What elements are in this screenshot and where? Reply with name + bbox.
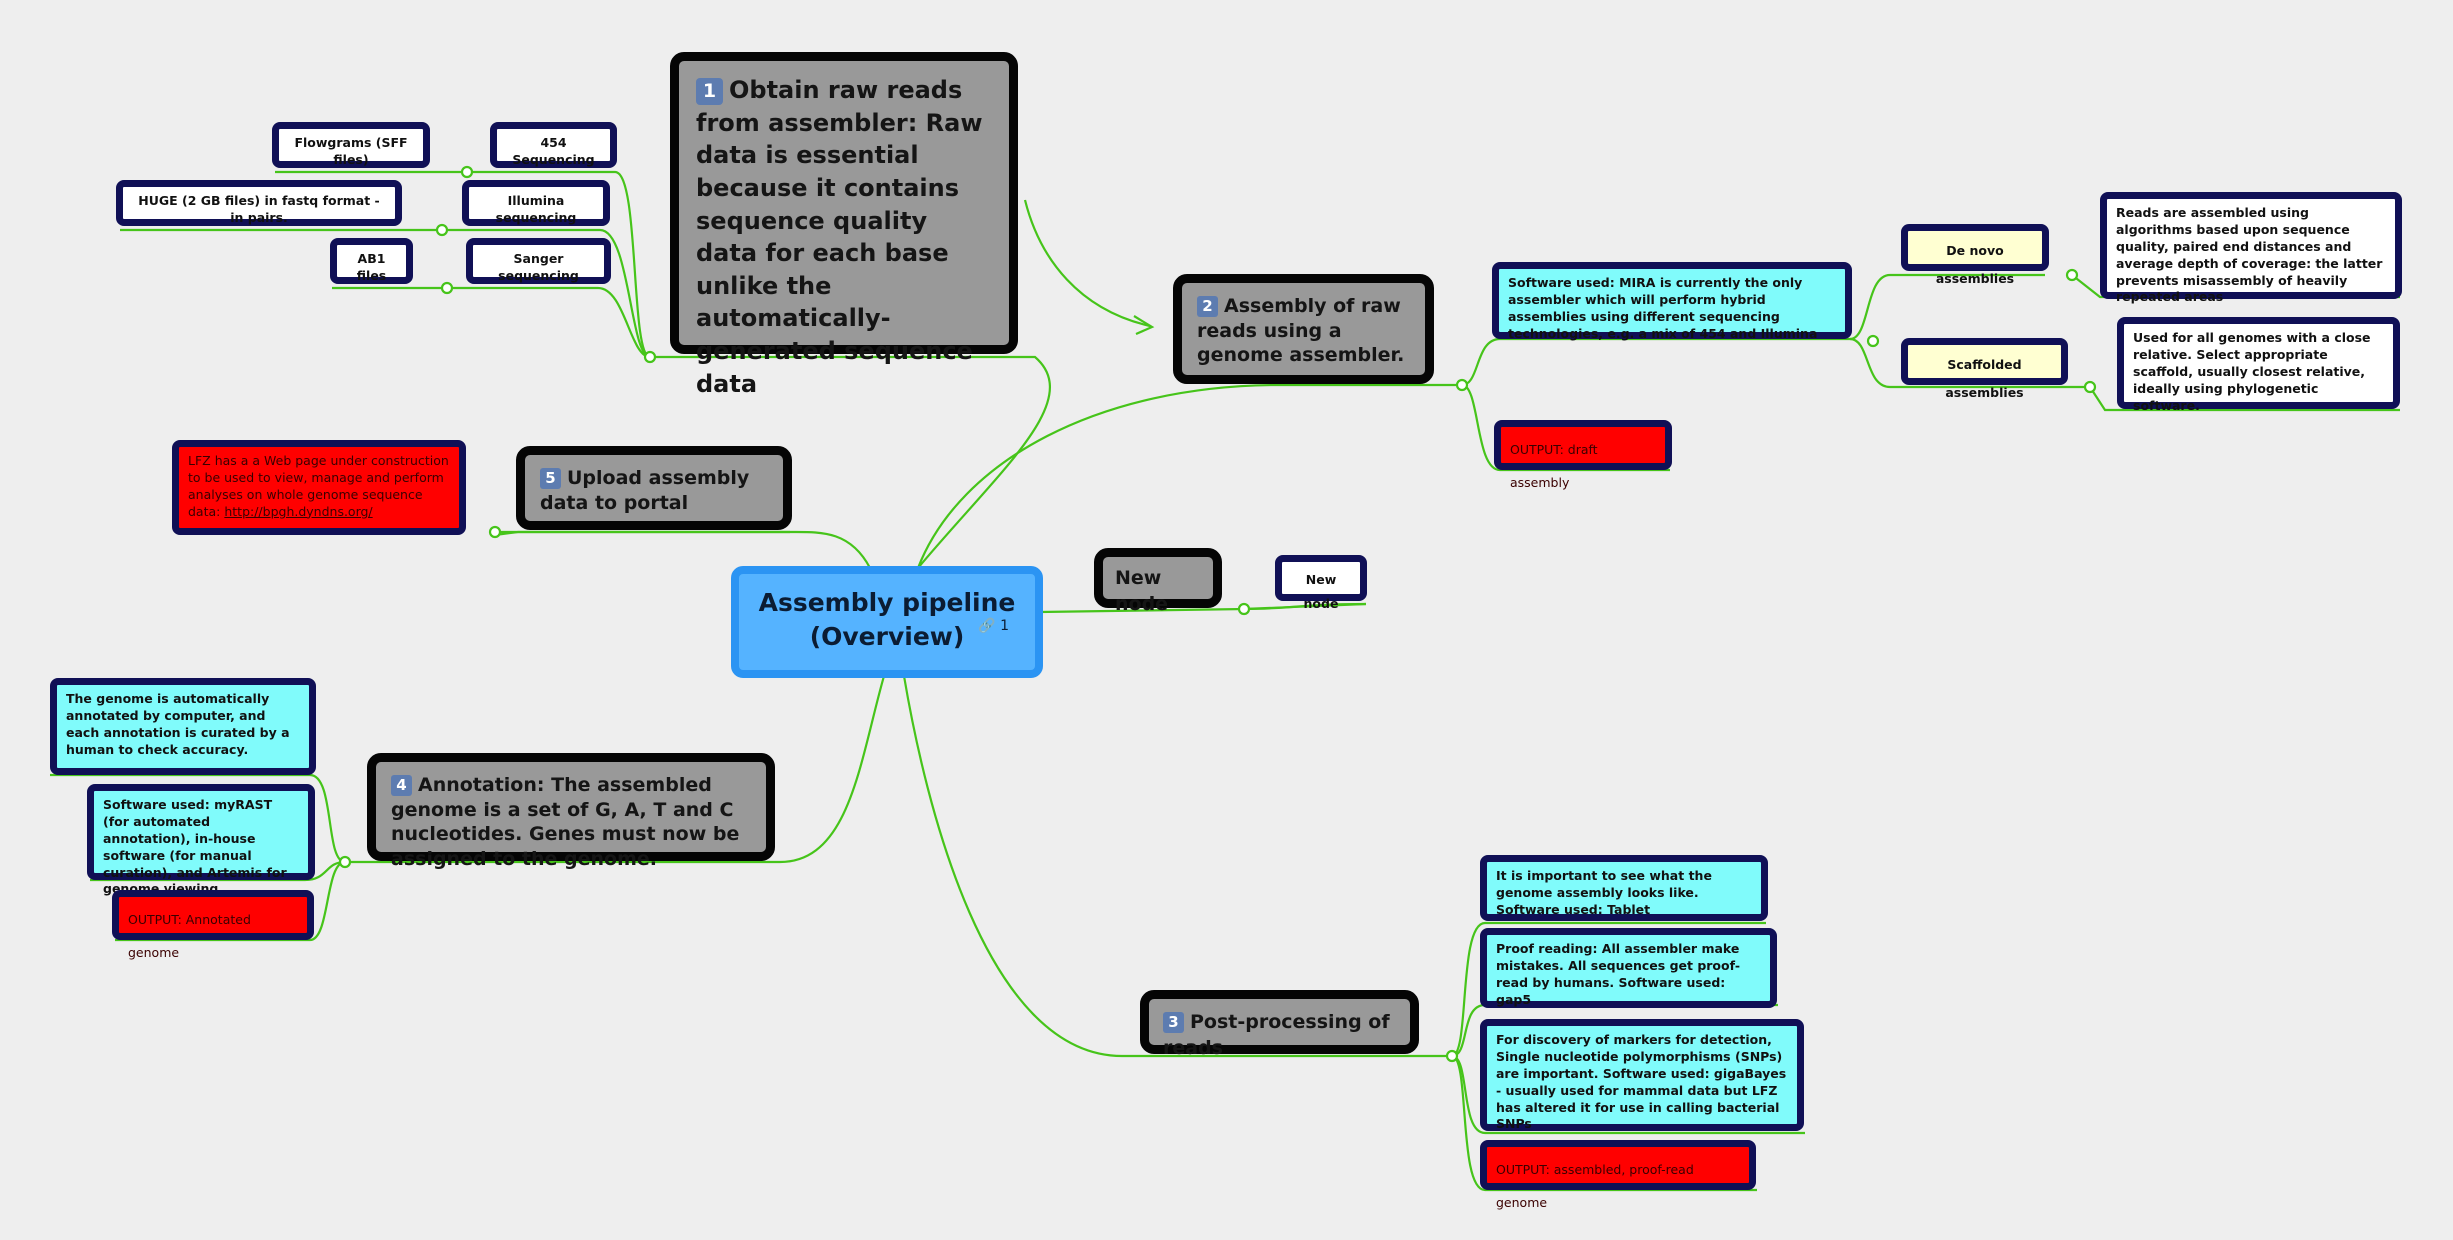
leaf-de-novo-description-text: Reads are assembled using algorithms bas…	[2116, 205, 2383, 305]
number-badge-5-icon: 5	[540, 468, 561, 489]
leaf-annotation-software[interactable]: Software used: myRAST (for automated ann…	[87, 784, 315, 896]
topic-step4-text: Annotation: The assembled genome is a se…	[391, 774, 740, 871]
leaf-sanger-sequencing-text: Sanger sequencing	[498, 251, 579, 283]
leaf-output-draft-assembly[interactable]: OUTPUT: draft assembly	[1494, 420, 1672, 490]
leaf-output-proof-read-genome[interactable]: OUTPUT: assembled, proof-read genome	[1480, 1140, 1756, 1210]
leaf-flowgrams-text: Flowgrams (SFF files)	[294, 135, 408, 167]
leaf-illumina-sequencing-text: Illumina sequencing	[495, 193, 577, 225]
leaf-new-node[interactable]: New node	[1275, 555, 1367, 611]
leaf-snp-discovery-text: For discovery of markers for detection, …	[1496, 1032, 1787, 1132]
leaf-huge-fastq[interactable]: HUGE (2 GB files) in fastq format - in p…	[116, 180, 402, 226]
topic-new-node[interactable]: New node	[1094, 548, 1222, 615]
topic-step3-text: Post-processing of reads	[1163, 1011, 1390, 1059]
number-badge-2-icon: 2	[1197, 296, 1218, 317]
leaf-output-annotated-genome-text: OUTPUT: Annotated genome	[128, 912, 251, 960]
leaf-de-novo-assemblies-text: De novo assemblies	[1935, 243, 2015, 286]
leaf-auto-annotation[interactable]: The genome is automatically annotated by…	[50, 678, 316, 775]
central-topic[interactable]: Assembly pipeline (Overview) 🔗 1	[731, 566, 1043, 678]
leaf-snp-discovery[interactable]: For discovery of markers for detection, …	[1480, 1019, 1804, 1131]
central-link-indicator[interactable]: 🔗 1	[978, 617, 1009, 636]
leaf-ab1-files-text: AB1 files	[356, 251, 387, 283]
portal-link[interactable]: http://bpgh.dyndns.org/	[224, 503, 373, 519]
topic-step5-text: Upload assembly data to portal	[540, 467, 750, 514]
number-badge-4-icon: 4	[391, 775, 412, 796]
leaf-454-sequencing[interactable]: 454 Sequencing	[490, 122, 617, 168]
leaf-lfz-web-page[interactable]: LFZ has a a Web page under construction …	[172, 440, 466, 535]
leaf-proof-reading-text: Proof reading: All assembler make mistak…	[1496, 941, 1741, 1007]
leaf-de-novo-assemblies[interactable]: De novo assemblies	[1901, 224, 2049, 286]
link-icon: 🔗	[978, 618, 996, 635]
leaf-454-sequencing-text: 454 Sequencing	[512, 135, 595, 167]
leaf-auto-annotation-text: The genome is automatically annotated by…	[66, 691, 290, 757]
leaf-lfz-web-page-text: LFZ has a a Web page under construction …	[188, 453, 449, 519]
leaf-scaffolded-assemblies[interactable]: Scaffolded assemblies	[1901, 338, 2068, 400]
leaf-ab1-files[interactable]: AB1 files	[330, 238, 413, 284]
leaf-scaffolded-description[interactable]: Used for all genomes with a close relati…	[2117, 317, 2400, 413]
leaf-output-annotated-genome[interactable]: OUTPUT: Annotated genome	[112, 890, 314, 960]
leaf-mira-software[interactable]: Software used: MIRA is currently the onl…	[1492, 262, 1852, 341]
leaf-flowgrams[interactable]: Flowgrams (SFF files)	[272, 122, 430, 168]
leaf-scaffolded-assemblies-text: Scaffolded assemblies	[1945, 357, 2024, 400]
leaf-de-novo-description[interactable]: Reads are assembled using algorithms bas…	[2100, 192, 2402, 304]
central-title-line2: (Overview)	[809, 621, 965, 651]
leaf-illumina-sequencing[interactable]: Illumina sequencing	[462, 180, 610, 226]
number-badge-1-icon: 1	[696, 78, 723, 105]
leaf-huge-fastq-text: HUGE (2 GB files) in fastq format - in p…	[138, 193, 380, 225]
leaf-mira-software-text: Software used: MIRA is currently the onl…	[1508, 275, 1818, 341]
leaf-output-proof-read-genome-text: OUTPUT: assembled, proof-read genome	[1496, 1162, 1694, 1210]
link-count: 1	[1000, 618, 1009, 635]
leaf-output-draft-assembly-text: OUTPUT: draft assembly	[1510, 442, 1598, 490]
central-title-line1: Assembly pipeline	[758, 588, 1016, 617]
leaf-tablet-software[interactable]: It is important to see what the genome a…	[1480, 855, 1768, 921]
leaf-tablet-software-text: It is important to see what the genome a…	[1496, 868, 1712, 917]
leaf-scaffolded-description-text: Used for all genomes with a close relati…	[2133, 330, 2371, 413]
leaf-new-node-text: New node	[1303, 572, 1339, 611]
topic-step1-text: Obtain raw reads from assembler: Raw dat…	[696, 76, 983, 398]
topic-step2-text: Assembly of raw reads using a genome ass…	[1197, 295, 1405, 367]
number-badge-3-icon: 3	[1163, 1012, 1184, 1033]
topic-new-node-text: New node	[1115, 567, 1169, 615]
leaf-sanger-sequencing[interactable]: Sanger sequencing	[466, 238, 611, 284]
leaf-proof-reading[interactable]: Proof reading: All assembler make mistak…	[1480, 928, 1777, 1008]
